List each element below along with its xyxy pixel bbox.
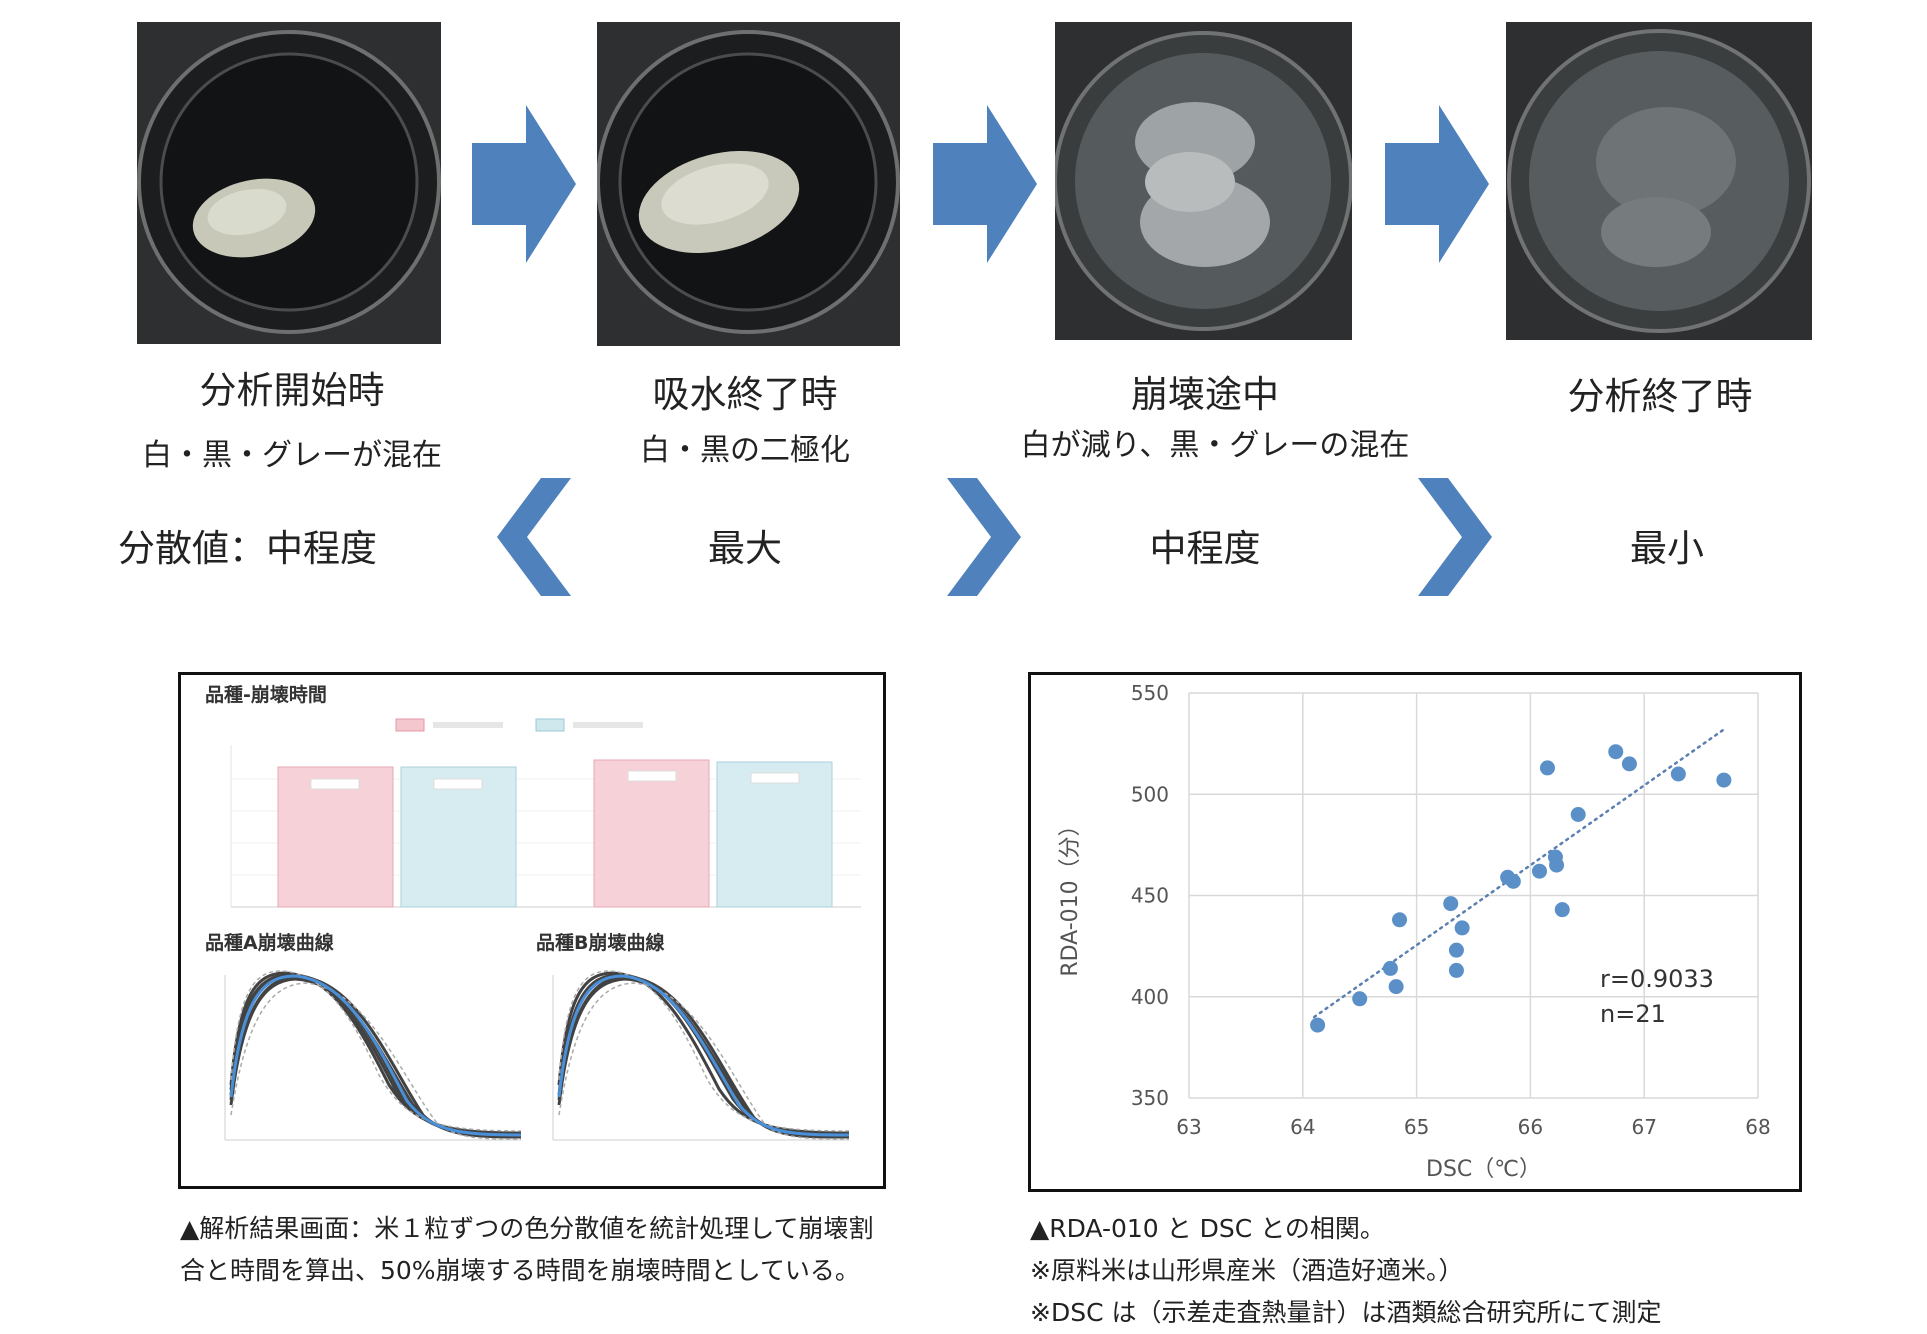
data-point xyxy=(1443,896,1459,912)
arrow-right-icon xyxy=(1385,105,1489,263)
x-tick-label: 67 xyxy=(1631,1115,1656,1139)
x-tick-label: 64 xyxy=(1290,1115,1315,1139)
photo-water-absorption-end xyxy=(597,22,900,346)
variance-value: 最大 xyxy=(708,527,782,570)
curve-a-title: 品種A崩壊曲線 xyxy=(205,931,334,954)
variance-value: 最小 xyxy=(1630,527,1704,570)
data-point xyxy=(1454,920,1470,936)
data-point xyxy=(1608,744,1624,760)
right-caption-line: ▲RDA-010 と DSC との相関。 xyxy=(1030,1214,1385,1243)
data-point xyxy=(1532,863,1548,879)
left-caption-line: ▲解析結果画面：米１粒ずつの色分散値を統計処理して崩壊割 xyxy=(180,1214,874,1243)
stage-description: 白・黒・グレーが混在 xyxy=(142,438,442,473)
y-tick-label: 550 xyxy=(1131,681,1169,705)
photo-analysis-end xyxy=(1506,22,1812,340)
y-tick-label: 400 xyxy=(1131,985,1169,1009)
photo-collapsing xyxy=(1055,22,1352,340)
data-point xyxy=(1388,979,1404,995)
stage-title: 分析開始時 xyxy=(199,369,385,412)
stage-title: 分析終了時 xyxy=(1567,375,1753,418)
curve-plot-b xyxy=(552,970,850,1141)
analysis-result-screen: 品種-崩壊時間 品種A崩壊曲線 品種B崩壊曲線 xyxy=(178,672,886,1189)
stage-description: 白が減り、黒・グレーの混在 xyxy=(1020,428,1410,463)
data-point xyxy=(1448,942,1464,958)
data-point xyxy=(1716,772,1732,788)
analysis-result-graphic: 品種-崩壊時間 品種A崩壊曲線 品種B崩壊曲線 xyxy=(181,675,883,1186)
scatter-chart: 63 64 65 66 67 68 350 400 450 500 550 r=0.9033 n=21D… xyxy=(1058,681,1771,1182)
data-point xyxy=(1352,991,1368,1007)
x-tick-label: 68 xyxy=(1745,1115,1770,1139)
data-point xyxy=(1392,912,1408,928)
data-point xyxy=(1310,1017,1326,1033)
annotation-r: r=0.9033 xyxy=(1600,965,1714,993)
data-point xyxy=(1539,760,1555,776)
data-point xyxy=(1670,766,1686,782)
panel-title: 品種-崩壊時間 xyxy=(205,683,327,706)
x-tick-label: 66 xyxy=(1518,1115,1543,1139)
annotation-n: n=21 xyxy=(1600,1000,1666,1028)
trendline xyxy=(1312,728,1726,1019)
photo-analysis-start xyxy=(137,22,441,344)
curve-b-title: 品種B崩壊曲線 xyxy=(536,931,664,954)
y-tick-label: 450 xyxy=(1131,884,1169,908)
data-point xyxy=(1448,962,1464,978)
y-tick-label: 500 xyxy=(1131,782,1169,806)
stage-title: 崩壊途中 xyxy=(1131,373,1279,416)
stage-title: 吸水終了時 xyxy=(652,373,838,416)
data-point xyxy=(1554,902,1570,918)
variance-value: 中程度 xyxy=(1149,527,1261,570)
data-point xyxy=(1570,807,1586,822)
data-point xyxy=(1549,857,1565,873)
y-tick-label: 350 xyxy=(1131,1086,1169,1110)
data-point xyxy=(1505,873,1521,889)
stage-description: 白・黒の二極化 xyxy=(640,433,850,468)
right-caption-line: ※DSC は（示差走査熱量計）は酒類総合研究所にて測定 xyxy=(1030,1298,1662,1327)
chevron-left-icon xyxy=(497,478,571,596)
y-axis-label: RDA-010（分） xyxy=(1058,814,1083,976)
left-caption-line: 合と時間を算出、50%崩壊する時間を崩壊時間としている。 xyxy=(180,1256,860,1285)
x-tick-label: 65 xyxy=(1404,1115,1429,1139)
arrow-right-icon xyxy=(472,105,576,263)
chevron-right-icon xyxy=(1418,478,1492,596)
arrow-right-icon xyxy=(933,105,1037,263)
data-point xyxy=(1382,960,1398,976)
data-point xyxy=(1621,756,1637,772)
x-axis-label: DSC（℃） xyxy=(1426,1157,1541,1182)
chevron-right-icon xyxy=(947,478,1021,596)
variance-label: 分散値：中程度 xyxy=(118,527,377,570)
x-tick-label: 63 xyxy=(1176,1115,1201,1139)
curve-plot-a xyxy=(224,970,522,1141)
right-caption-line: ※原料米は山形県産米（酒造好適米。） xyxy=(1030,1256,1464,1285)
